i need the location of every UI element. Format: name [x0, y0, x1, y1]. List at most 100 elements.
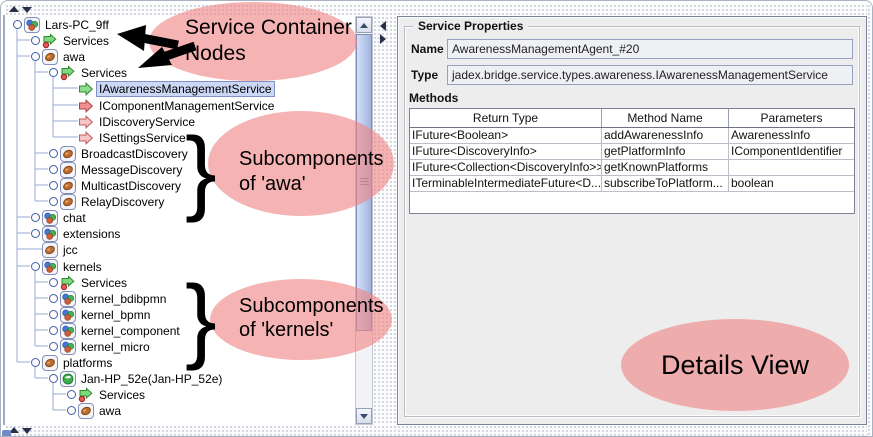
remote-platform-icon: [60, 370, 76, 387]
name-field[interactable]: AwarenessManagementAgent_#20: [447, 39, 853, 59]
tree-row[interactable]: BroadcastDiscovery: [6, 145, 191, 162]
tree-toggle-handle[interactable]: [48, 293, 58, 303]
tree-row[interactable]: Lars-PC_9ff: [6, 16, 112, 33]
tree-toggle-handle[interactable]: [66, 405, 76, 415]
tree-toggle-handle[interactable]: [48, 196, 58, 206]
table-header-cell[interactable]: Return Type: [410, 109, 602, 127]
split-collapse-up-icon[interactable]: [9, 427, 19, 433]
tree-node-label[interactable]: MulticastDiscovery: [81, 178, 182, 193]
tree-row[interactable]: Services: [6, 386, 148, 403]
tree-toggle-handle[interactable]: [48, 325, 58, 335]
tree-toggle-handle[interactable]: [48, 180, 58, 190]
tree-node-label[interactable]: kernel_micro: [81, 339, 150, 354]
tree-row[interactable]: jcc: [6, 241, 81, 258]
tree-toggle-handle[interactable]: [48, 341, 58, 351]
tree-node-label[interactable]: jcc: [63, 242, 78, 257]
tree-row[interactable]: chat: [6, 209, 89, 226]
tree-toggle-handle[interactable]: [30, 261, 40, 271]
split-collapse-down-icon[interactable]: [22, 428, 32, 434]
tree-node-label[interactable]: kernel_component: [81, 323, 180, 338]
tree-row[interactable]: MessageDiscovery: [6, 161, 185, 178]
tree-toggle-handle[interactable]: [48, 373, 58, 383]
tree-row[interactable]: IComponentManagementService: [6, 97, 277, 114]
tree-row[interactable]: IDiscoveryService: [6, 113, 198, 130]
tree-toggle-handle[interactable]: [30, 228, 40, 238]
tree-row[interactable]: RelayDiscovery: [6, 193, 167, 210]
tree-node-label[interactable]: IDiscoveryService: [99, 114, 196, 129]
scrollbar-thumb[interactable]: [356, 34, 372, 331]
tree-node-label[interactable]: kernel_bpmn: [81, 307, 151, 322]
arrow-up-icon: [360, 22, 368, 28]
scrollbar-up-button[interactable]: [356, 17, 372, 33]
split-collapse-up-icon[interactable]: [9, 6, 19, 12]
tree-row[interactable]: Services: [6, 64, 130, 81]
tree-toggle-handle[interactable]: [48, 148, 58, 158]
tree-node-label[interactable]: BroadcastDiscovery: [81, 146, 188, 161]
tree-toggle-handle[interactable]: [48, 277, 58, 287]
table-row[interactable]: ITerminableIntermediateFuture<D...subscr…: [410, 176, 854, 192]
tree-row[interactable]: kernel_bpmn: [6, 306, 153, 323]
tree-toggle-handle[interactable]: [48, 164, 58, 174]
tree-row[interactable]: IAwarenessManagementService: [6, 80, 275, 97]
service-red-light-icon: [78, 130, 94, 146]
tree-toggle-handle[interactable]: [30, 51, 40, 61]
tree-toggle-handle[interactable]: [12, 19, 22, 29]
component-icon: [60, 161, 76, 178]
tree-row[interactable]: awa: [6, 402, 124, 419]
tree-node-label[interactable]: awa: [99, 403, 122, 418]
tree-node-label[interactable]: Services: [81, 275, 128, 290]
split-divider-bottom[interactable]: [5, 425, 867, 436]
tree-node-label[interactable]: Lars-PC_9ff: [45, 17, 109, 32]
split-collapse-down-icon[interactable]: [22, 7, 32, 13]
tree-node-label[interactable]: kernel_bdibpmn: [81, 291, 167, 306]
tree-row[interactable]: kernel_bdibpmn: [6, 290, 169, 307]
tree-toggle-handle[interactable]: [30, 357, 40, 367]
table-row[interactable]: IFuture<Collection<DiscoveryInfo>>getKno…: [410, 160, 854, 176]
tree-toggle-handle[interactable]: [30, 35, 40, 45]
tree-node-label[interactable]: kernels: [63, 259, 102, 274]
tree-row[interactable]: ISettingsService: [6, 129, 189, 146]
table-header-cell[interactable]: Method Name: [602, 109, 729, 127]
component-icon: [42, 241, 58, 258]
tree-toggle-handle[interactable]: [48, 309, 58, 319]
platform-icon: [60, 290, 76, 307]
tree-row[interactable]: Services: [6, 32, 112, 49]
tree-node-label[interactable]: Services: [81, 65, 128, 80]
tree-node-label[interactable]: IComponentManagementService: [99, 98, 275, 113]
split-divider-vertical[interactable]: [373, 16, 397, 425]
tree-row[interactable]: awa: [6, 48, 88, 65]
tree-node-label[interactable]: RelayDiscovery: [81, 194, 165, 209]
tree-row[interactable]: Jan-HP_52e(Jan-HP_52e): [6, 370, 225, 387]
tree-row[interactable]: Services: [6, 274, 130, 291]
tree-node-label[interactable]: chat: [63, 210, 86, 225]
tree-toggle-handle[interactable]: [48, 67, 58, 77]
tree-node-label[interactable]: platforms: [63, 355, 113, 370]
split-collapse-right-icon[interactable]: [380, 34, 386, 44]
tree-toggle-handle[interactable]: [30, 212, 40, 222]
tree-toggle-handle[interactable]: [66, 389, 76, 399]
split-divider-top[interactable]: [5, 4, 867, 15]
tree-node-label[interactable]: MessageDiscovery: [81, 162, 183, 177]
scrollbar-down-button[interactable]: [356, 408, 372, 424]
table-cell: AwarenessInfo: [729, 128, 854, 144]
tree-node-label[interactable]: awa: [63, 49, 86, 64]
tree-node-label[interactable]: Services: [99, 387, 146, 402]
tree-row[interactable]: MulticastDiscovery: [6, 177, 184, 194]
tree-row[interactable]: extensions: [6, 225, 123, 242]
split-collapse-left-icon[interactable]: [380, 21, 386, 31]
tree-row[interactable]: platforms: [6, 354, 115, 371]
tree-row[interactable]: kernel_component: [6, 322, 183, 339]
tree-row[interactable]: kernels: [6, 258, 105, 275]
type-field[interactable]: jadex.bridge.service.types.awareness.IAw…: [447, 65, 853, 85]
tree-node-label[interactable]: ISettingsService: [99, 130, 186, 145]
tree-node-label[interactable]: Services: [63, 33, 110, 48]
table-header-cell[interactable]: Parameters: [729, 109, 854, 127]
tree-node-label[interactable]: Jan-HP_52e(Jan-HP_52e): [81, 371, 223, 386]
tree-node-label[interactable]: IAwarenessManagementService: [96, 80, 275, 97]
tree-node-label[interactable]: extensions: [63, 226, 121, 241]
tree-scrollbar[interactable]: [355, 16, 373, 425]
tree-row[interactable]: kernel_micro: [6, 338, 153, 355]
